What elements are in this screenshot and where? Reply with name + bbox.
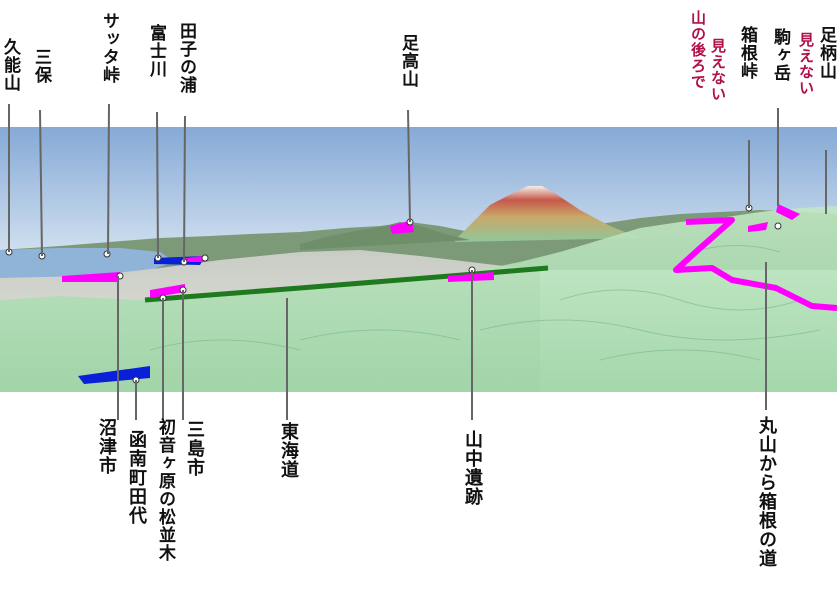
note-not-visible-hakone: 見えない [709,38,727,102]
numazu-city-marker [78,366,150,384]
tokaido-line [144,265,549,303]
maruyama-hakone-route [673,217,837,311]
label-komagatake: 駒ヶ岳 [770,28,790,82]
label-ashigarayama: 足柄山 [816,26,836,80]
label-hatsunegahara-pines: 初音ヶ原の松並木 [155,418,175,562]
hakone-hills [0,206,837,392]
label-maruyama-hakone-road: 丸山から箱根の道 [756,416,777,568]
label-tago-no-ura: 田子の浦 [176,22,196,94]
note-not-visible-ashigara: 見えない [797,32,815,96]
label-mishima-city: 三島市 [184,420,205,477]
leader-lines [8,103,827,420]
label-numazu-city: 沼津市 [96,418,117,475]
label-tokaido: 東海道 [278,422,299,479]
label-satta-pass: サッタ峠 [99,12,119,84]
label-ashitakayama: 足高山 [398,34,418,88]
label-yamanaka-ruins: 山中遺跡 [462,430,483,506]
label-hakone-pass: 箱根峠 [737,26,757,80]
label-miho: 三保 [31,48,51,84]
label-kunozan: 久能山 [0,38,20,92]
ashitaka-range [300,222,470,250]
note-behind-mountain: 山の後ろで [689,10,707,90]
label-kannami-tashiro: 函南町田代 [126,430,147,525]
label-fujikawa: 富士川 [146,24,166,78]
mount-fuji [455,186,640,242]
terrain-shading [149,245,821,361]
